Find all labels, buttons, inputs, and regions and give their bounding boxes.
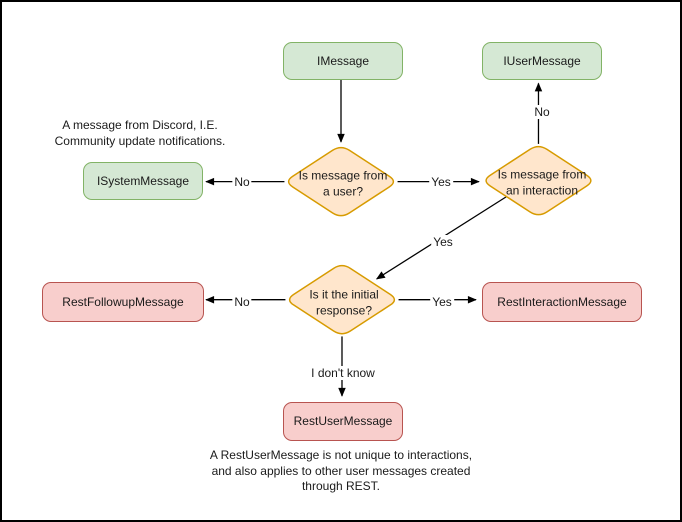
- edge-label-yes-from-interaction: Yes: [429, 175, 453, 189]
- node-restusermessage-label: RestUserMessage: [293, 414, 393, 429]
- decision-initial-response-label: Is it the initial response?: [309, 287, 379, 317]
- decision-from-user: [287, 146, 395, 217]
- edge-label-no-restfollowup: No: [232, 295, 252, 309]
- edge-label-no-isystemmessage: No: [232, 175, 252, 189]
- edge-label-i-dont-know: I don't know: [309, 366, 377, 380]
- node-restfollowupmessage: RestFollowupMessage: [42, 282, 204, 322]
- node-imessage: IMessage: [283, 42, 403, 80]
- node-restinteractionmessage-label: RestInteractionMessage: [497, 294, 627, 309]
- edge-label-no-iusermessage: No: [532, 105, 552, 119]
- edge-label-yes-initial-response: Yes: [431, 235, 455, 249]
- node-iusermessage: IUserMessage: [482, 42, 602, 80]
- decision-from-interaction-label: Is message from an interaction: [497, 167, 587, 197]
- decision-from-user-label: Is message from a user?: [298, 168, 388, 198]
- annotation-isystemmessage: A message from Discord, I.E. Community u…: [54, 118, 226, 148]
- decision-from-interaction: [485, 145, 592, 216]
- node-isystemmessage: ISystemMessage: [83, 162, 203, 200]
- annotation-restusermessage: A RestUserMessage is not unique to inter…: [209, 448, 473, 494]
- edge-label-yes-restinteraction: Yes: [430, 295, 454, 309]
- node-restusermessage: RestUserMessage: [283, 402, 403, 441]
- node-imessage-label: IMessage: [316, 53, 370, 68]
- node-restinteractionmessage: RestInteractionMessage: [482, 282, 642, 322]
- node-iusermessage-label: IUserMessage: [503, 53, 581, 68]
- decision-initial-response: [288, 264, 396, 335]
- node-isystemmessage-label: ISystemMessage: [96, 173, 190, 188]
- node-restfollowupmessage-label: RestFollowupMessage: [62, 294, 184, 309]
